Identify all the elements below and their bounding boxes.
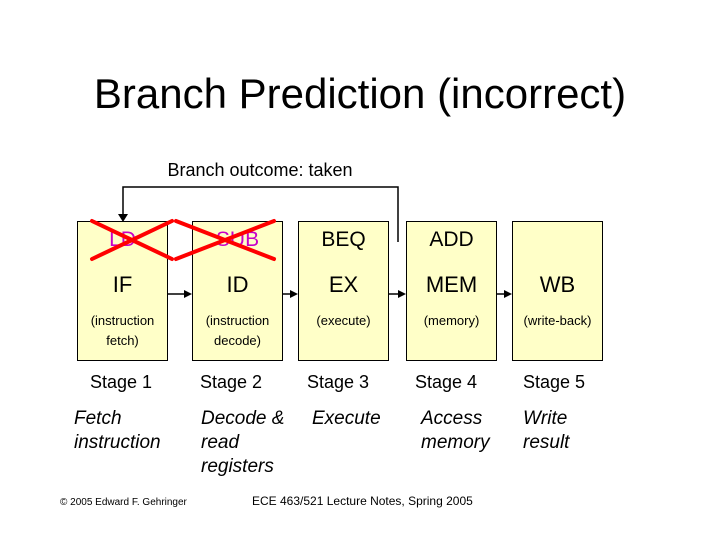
stage-full-mem: (memory) xyxy=(423,313,480,328)
stage-desc-3: Execute xyxy=(312,408,381,429)
slide-title: Branch Prediction (incorrect) xyxy=(93,70,627,117)
stage-box-mem: ADD MEM (memory) xyxy=(406,221,497,361)
stage-number-2: Stage 2 xyxy=(200,372,263,392)
stage-full-ex: (execute) xyxy=(316,313,371,328)
stage-box-if: LD IF (instruction fetch) xyxy=(77,221,168,361)
branch-outcome-label: Branch outcome: taken xyxy=(167,160,353,180)
stage-abbr-id: ID xyxy=(226,272,249,297)
instruction-sub: SUB xyxy=(215,228,260,251)
stage-full-wb: (write-back) xyxy=(523,313,592,328)
stage-abbr-wb: WB xyxy=(539,272,576,297)
stage-desc-1: Fetch instruction xyxy=(74,408,161,453)
stage-box-wb: WB (write-back) xyxy=(512,221,603,361)
footer-copyright: © 2005 Edward F. Gehringer xyxy=(60,497,187,508)
stage-abbr-mem: MEM xyxy=(425,272,478,297)
stage-abbr-if: IF xyxy=(112,272,133,297)
stage-full-if: (instruction fetch) xyxy=(90,313,155,348)
stage-box-ex: BEQ EX (execute) xyxy=(298,221,389,361)
stage-number-4: Stage 4 xyxy=(415,372,478,392)
stage-number-1: Stage 1 xyxy=(90,372,153,392)
strike-out-marks xyxy=(90,219,276,261)
stage-desc-5: Write result xyxy=(523,408,570,453)
pipeline-arrows xyxy=(168,290,512,298)
stage-desc-4: Access memory xyxy=(421,408,490,453)
instruction-beq: BEQ xyxy=(321,228,366,251)
stage-full-id: (instruction decode) xyxy=(205,313,270,348)
footer-course: ECE 463/521 Lecture Notes, Spring 2005 xyxy=(252,494,473,508)
instruction-add: ADD xyxy=(429,228,474,251)
stage-desc-2: Decode & read registers xyxy=(201,408,285,477)
stage-number-3: Stage 3 xyxy=(307,372,370,392)
stage-number-5: Stage 5 xyxy=(523,372,586,392)
stage-abbr-ex: EX xyxy=(328,272,359,297)
